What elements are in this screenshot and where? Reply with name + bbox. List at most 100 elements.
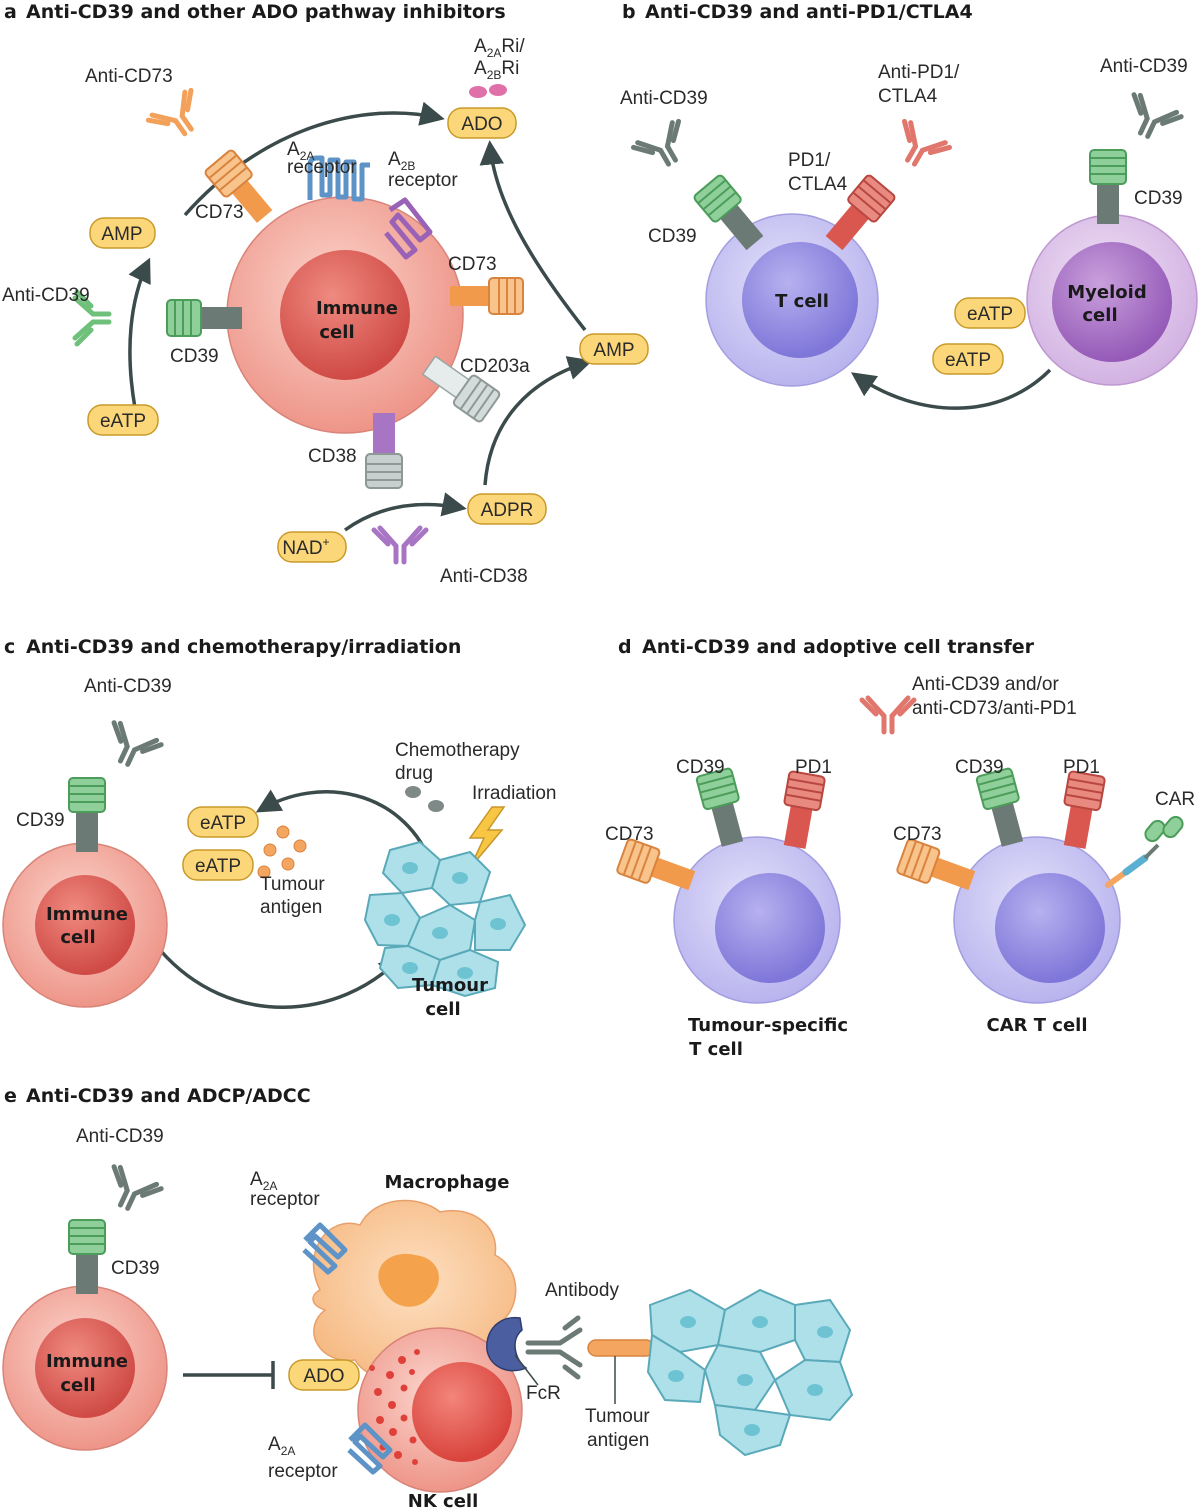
cart-pd1-receptor — [1063, 770, 1106, 849]
cd39-receptor — [166, 299, 242, 337]
a2b-receptor — [384, 197, 433, 260]
antibody-label: Antibody — [545, 1280, 619, 1301]
e-immune-label-2: cell — [60, 1375, 95, 1396]
panel-c: c Anti-CD39 and chemotherapy/irradiation… — [2, 636, 557, 1020]
anti-cd73-antibody — [147, 89, 209, 147]
panel-d-title: Anti-CD39 and adoptive cell transfer — [642, 636, 1035, 658]
tcell-nucleus — [742, 242, 858, 358]
svg-text:ADO: ADO — [303, 1366, 344, 1387]
ado-pill: ADO — [447, 107, 517, 139]
e-anti-cd39-label: Anti-CD39 — [76, 1126, 164, 1147]
nk-cell-nucleus — [412, 1362, 512, 1462]
myeloid-label-1: Myeloid — [1067, 282, 1146, 303]
tcell-pd1-receptor — [825, 174, 896, 251]
c-cd39-receptor — [68, 777, 106, 852]
d-drug-label-2: anti-CD73/anti-PD1 — [912, 698, 1077, 719]
cd73-right-label: CD73 — [448, 254, 497, 275]
tcell-label: T cell — [775, 291, 829, 312]
chemo-dot-2 — [428, 800, 444, 812]
inhibitor-label-1: A2ARi/ — [474, 36, 525, 60]
cd203a-label: CD203a — [460, 356, 530, 377]
svg-text:AMP: AMP — [101, 224, 142, 245]
e-immune-label-1: Immune — [46, 1351, 128, 1372]
anti-cd38-antibody — [374, 528, 426, 562]
a2b-label-word: receptor — [388, 170, 458, 191]
arrow-amp-right-to-ado — [479, 140, 587, 332]
tsc-cd39-label: CD39 — [676, 757, 725, 778]
tumour-antigen-dots — [257, 825, 307, 879]
tsc-label-2: T cell — [689, 1039, 743, 1060]
c-immune-label-2: cell — [60, 927, 95, 948]
adpr-pill: ADPR — [467, 493, 547, 525]
tsc-cd39-receptor — [695, 767, 744, 847]
amp-right-pill: AMP — [579, 333, 649, 365]
d-drug-label-1: Anti-CD39 and/or — [912, 674, 1059, 695]
cd38-label: CD38 — [308, 446, 357, 467]
svg-text:AMP: AMP — [593, 340, 634, 361]
a2b-label-base: A2B — [388, 149, 415, 173]
panel-a-title: Anti-CD39 and other ADO pathway inhibito… — [26, 1, 506, 23]
macrophage-label: Macrophage — [385, 1172, 510, 1193]
a2a-label-word: receptor — [287, 157, 357, 178]
arrow-myeloid-to-tcell — [850, 368, 1052, 410]
anti-pd1-antibody — [888, 120, 950, 175]
cart-cd73-receptor — [896, 838, 976, 891]
fcr-label: FcR — [526, 1383, 561, 1404]
svg-text:NAD+: NAD+ — [282, 535, 329, 559]
c-tumour-antigen-label-1: Tumour — [260, 874, 325, 895]
e-cd39-receptor — [68, 1219, 106, 1294]
e-cd39-label: CD39 — [111, 1258, 160, 1279]
tsc-cd73-label: CD73 — [605, 824, 654, 845]
a2a-receptor — [307, 155, 370, 202]
pd1-label-1: PD1/ — [788, 150, 831, 171]
cart-cd73-label: CD73 — [893, 824, 942, 845]
e-a2a-top-base: A2A — [250, 1169, 277, 1193]
chemo-dot-1 — [405, 786, 421, 798]
e-a2a-top-receptor — [302, 1222, 348, 1275]
anti-pd1-label-1: Anti-PD1/ — [878, 62, 960, 83]
inhibitor-dot-2 — [489, 84, 507, 96]
cart-pd1-label: PD1 — [1063, 757, 1100, 778]
panel-b-letter: b — [622, 1, 636, 23]
myeloid-cd39-receptor — [1089, 149, 1127, 224]
tcell-anti-cd39-antibody — [632, 120, 694, 175]
c-tumour-nuclei — [384, 862, 506, 979]
cd73-left-label: CD73 — [195, 202, 244, 223]
c-immune-nucleus — [35, 875, 135, 975]
arrow-adpr-to-amp — [483, 356, 593, 486]
c-anti-cd39-label: Anti-CD39 — [84, 676, 172, 697]
anti-cd73-label: Anti-CD73 — [85, 66, 173, 87]
inhibitor-dot-1 — [469, 86, 487, 98]
anti-cd38-label: Anti-CD38 — [440, 566, 528, 587]
myeloid-label-2: cell — [1082, 305, 1117, 326]
b-eatp-pill-2: eATP — [932, 343, 1004, 375]
myeloid-cd39-label: CD39 — [1134, 188, 1183, 209]
anti-cd39-label: Anti-CD39 — [2, 285, 90, 306]
tsc-cd73-receptor — [616, 838, 696, 891]
irradiation-label: Irradiation — [472, 783, 557, 804]
chemo-label-1: Chemotherapy — [395, 740, 520, 761]
myeloid-anti-cd39-antibody — [1121, 93, 1182, 146]
e-tumour-nuclei — [668, 1316, 833, 1436]
e-anti-cd39-antibody — [101, 1165, 162, 1218]
pd1-label-2: CTLA4 — [788, 174, 848, 195]
c-eatp-pill-1: eATP — [187, 806, 259, 838]
tcell-cd39-receptor — [693, 174, 764, 251]
panel-d-letter: d — [618, 636, 632, 658]
cd38-receptor — [365, 413, 403, 489]
svg-text:eATP: eATP — [100, 411, 146, 432]
svg-text:ADO: ADO — [461, 114, 502, 135]
cd73-left-receptor — [204, 149, 273, 223]
e-a2a-bottom-word: receptor — [268, 1461, 338, 1482]
panel-d: d Anti-CD39 and adoptive cell transfer A… — [605, 636, 1195, 1060]
c-anti-cd39-antibody — [101, 721, 162, 774]
nad-pill: NAD+ — [277, 531, 347, 563]
immune-cell-label-1: Immune — [316, 298, 398, 319]
cd73-right-receptor — [450, 277, 524, 315]
arrow-tumour-to-eatp — [255, 789, 432, 861]
nk-label: NK cell — [408, 1491, 479, 1511]
tcell-cd39-label: CD39 — [648, 226, 697, 247]
tsc-pd1-label: PD1 — [795, 757, 832, 778]
svg-text:ADPR: ADPR — [481, 500, 534, 521]
